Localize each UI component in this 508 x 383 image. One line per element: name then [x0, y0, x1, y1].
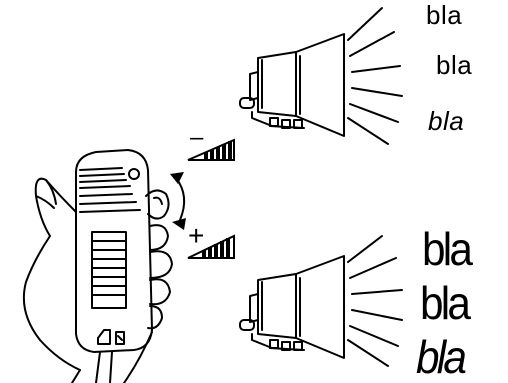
quiet-word-2: bla	[436, 52, 472, 78]
hand-held-remote-icon	[24, 150, 172, 383]
loud-word-3: bla	[416, 334, 464, 380]
arrow-head-down	[172, 218, 186, 230]
quiet-word-1: bla	[426, 2, 462, 28]
speaker-bottom-icon	[240, 256, 344, 358]
speaker-top-icon	[240, 34, 344, 136]
loud-word-2: bla	[420, 280, 468, 326]
quiet-word-3: bla	[428, 108, 464, 134]
sound-waves-top	[348, 8, 402, 144]
increase-symbol: +	[188, 222, 204, 250]
arrow-head-up	[170, 172, 184, 184]
decrease-symbol: –	[190, 126, 203, 150]
loud-word-1: bla	[422, 226, 470, 272]
sound-waves-bottom	[348, 236, 402, 366]
rotation-arrow-icon	[176, 178, 184, 220]
